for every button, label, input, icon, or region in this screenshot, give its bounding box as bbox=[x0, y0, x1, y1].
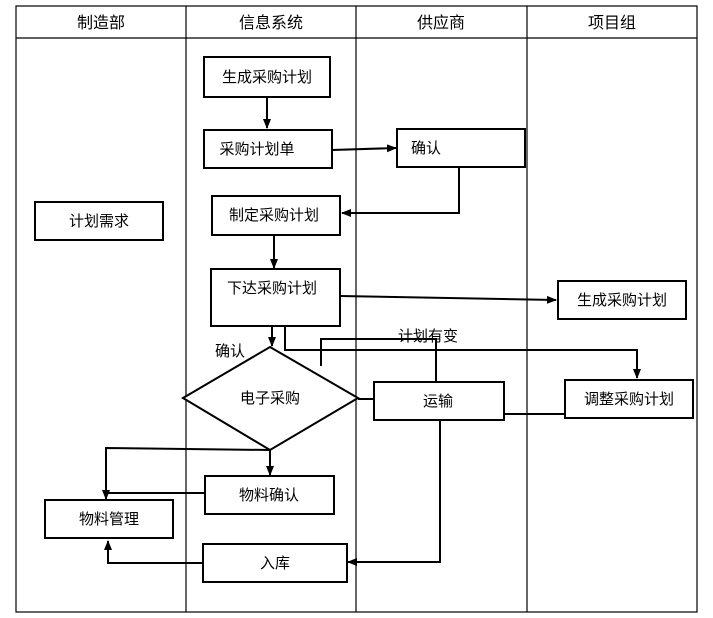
lane-header-manufacturing: 制造部 bbox=[77, 13, 125, 32]
node-e-procurement-label: 电子采购 bbox=[240, 389, 300, 407]
node-material-mgmt-label: 物料管理 bbox=[79, 510, 139, 528]
node-adjust-plan bbox=[564, 379, 694, 419]
node-generate-plan bbox=[203, 56, 331, 98]
lane-header-project-group: 项目组 bbox=[588, 13, 636, 32]
node-plan-demand-label: 计划需求 bbox=[69, 212, 129, 230]
edge-label-plan-change: 计划有变 bbox=[398, 327, 458, 345]
node-generate-plan-project bbox=[557, 280, 687, 320]
node-generate-plan-project-label: 生成采购计划 bbox=[577, 291, 667, 309]
node-material-confirm bbox=[204, 475, 335, 515]
node-issue-plan-label: 下达采购计划 bbox=[227, 279, 317, 297]
edge-eproc-to-material-mgmt bbox=[102, 446, 271, 500]
node-warehousing bbox=[202, 543, 348, 583]
connectors bbox=[102, 97, 641, 566]
node-issue-plan bbox=[210, 268, 341, 327]
node-confirm bbox=[396, 128, 526, 168]
edge-order-to-confirm bbox=[331, 144, 397, 153]
node-warehousing-label: 入库 bbox=[260, 554, 290, 572]
edge-issue-to-generate-project bbox=[339, 295, 557, 304]
edge-warehousing-to-mgmt bbox=[104, 540, 203, 564]
node-confirm-label: 确认 bbox=[411, 139, 441, 157]
node-plan-demand bbox=[34, 201, 164, 241]
edge-confirm-to-make-plan bbox=[341, 167, 460, 217]
edge-transport-to-warehousing bbox=[347, 420, 441, 566]
edge-eproc-branch-to-adjust bbox=[284, 326, 641, 379]
lane-header-supplier: 供应商 bbox=[417, 13, 465, 32]
node-make-plan-label: 制定采购计划 bbox=[229, 206, 319, 224]
edge-plan-change bbox=[320, 338, 437, 382]
node-adjust-plan-label: 调整采购计划 bbox=[584, 390, 674, 408]
node-material-confirm-label: 物料确认 bbox=[239, 486, 299, 504]
node-transport bbox=[373, 381, 505, 421]
node-e-procurement bbox=[181, 345, 360, 452]
edge-label-confirm: 确认 bbox=[215, 342, 245, 360]
lane-grid bbox=[15, 5, 698, 613]
lane-header-info-system: 信息系统 bbox=[239, 13, 303, 32]
node-transport-label: 运输 bbox=[423, 392, 453, 410]
node-purchase-order-label: 采购计划单 bbox=[219, 140, 294, 158]
node-purchase-order bbox=[203, 129, 333, 169]
node-make-plan bbox=[211, 195, 341, 236]
node-generate-plan-label: 生成采购计划 bbox=[222, 68, 312, 86]
node-material-mgmt bbox=[44, 499, 174, 539]
